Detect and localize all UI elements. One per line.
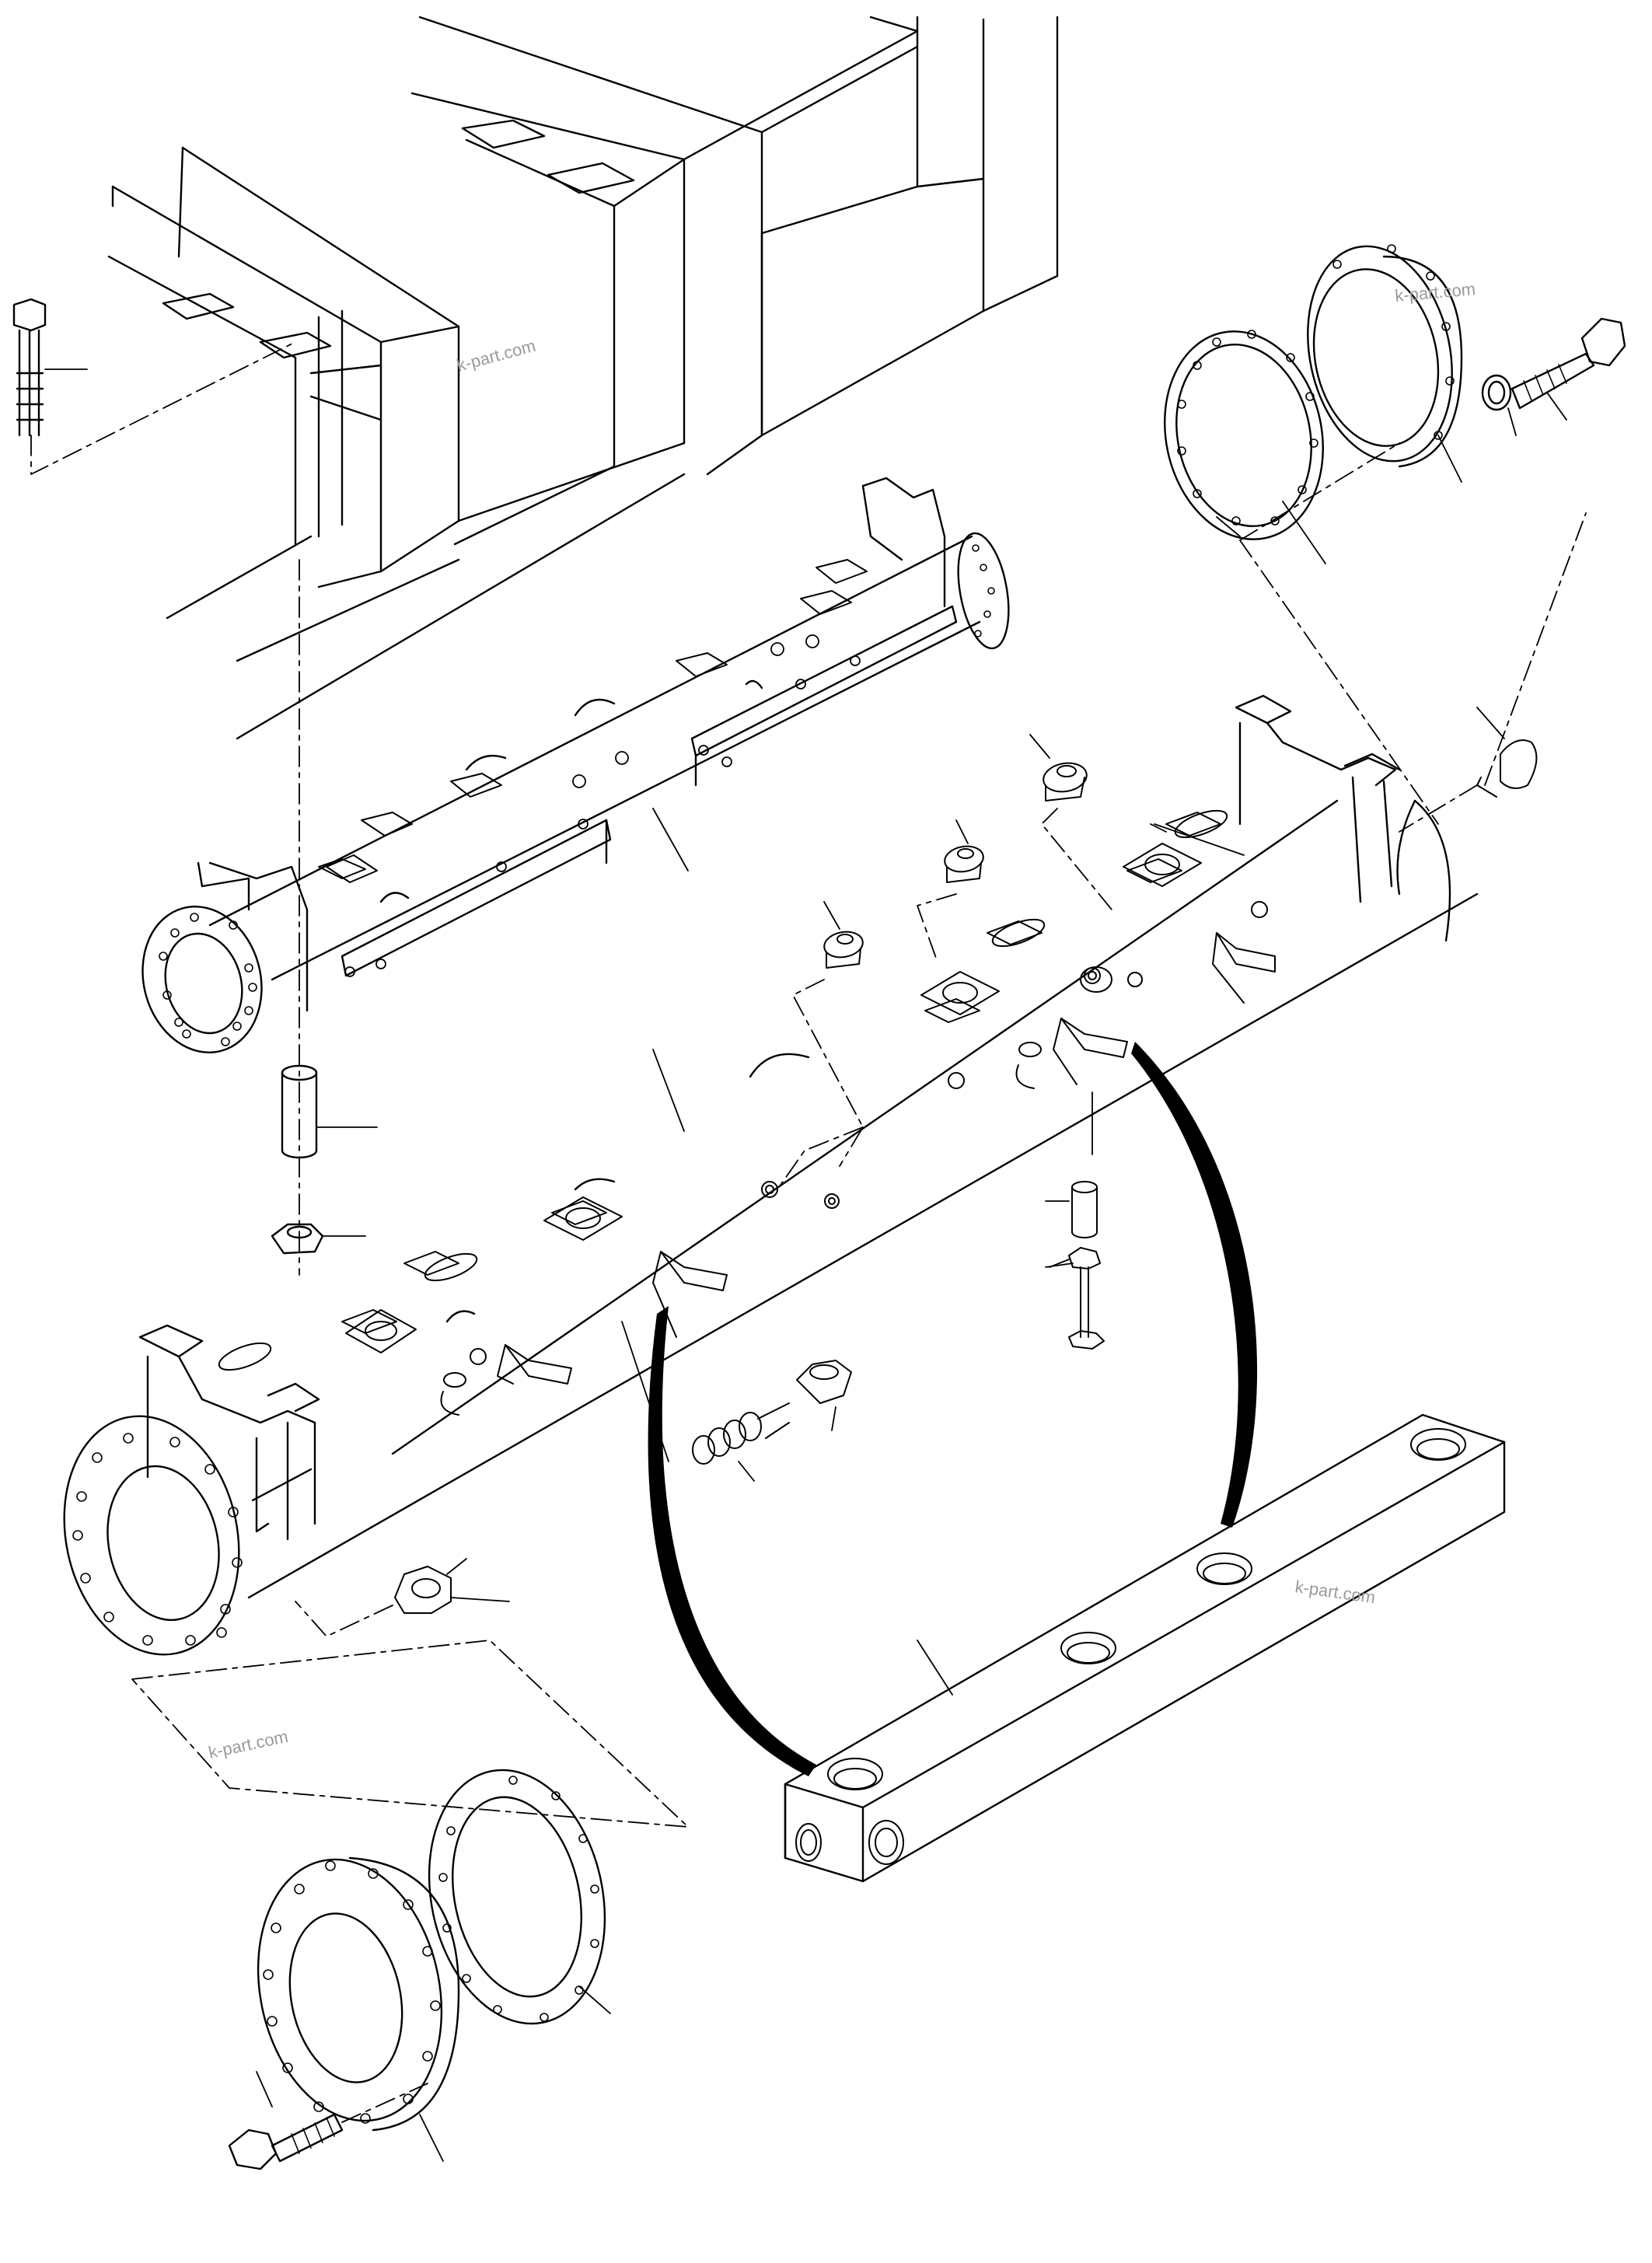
cap-screws	[777, 707, 1538, 1350]
watermark-2: k-part.com	[1394, 279, 1476, 306]
cross-bar	[784, 1413, 1506, 1883]
top-right-flanges	[1164, 244, 1626, 825]
grease-fitting-and-nut	[295, 1321, 852, 1637]
watermark-4: k-part.com	[207, 1727, 290, 1762]
watermarks: k-part.com k-part.com k-part.com k-part.…	[207, 279, 1476, 1762]
watermark-1: k-part.com	[455, 336, 538, 375]
frame-structure	[107, 16, 1059, 740]
assembly-arrows	[648, 1042, 1258, 1776]
watermark-3: k-part.com	[1294, 1577, 1376, 1607]
spacer-and-nut	[271, 559, 378, 1276]
lower-axle-tube	[63, 694, 1479, 1656]
hex-bolt-top-left	[12, 298, 296, 475]
bottom-left-rings	[131, 1640, 689, 2170]
upper-axle-assembly	[141, 477, 1010, 1053]
